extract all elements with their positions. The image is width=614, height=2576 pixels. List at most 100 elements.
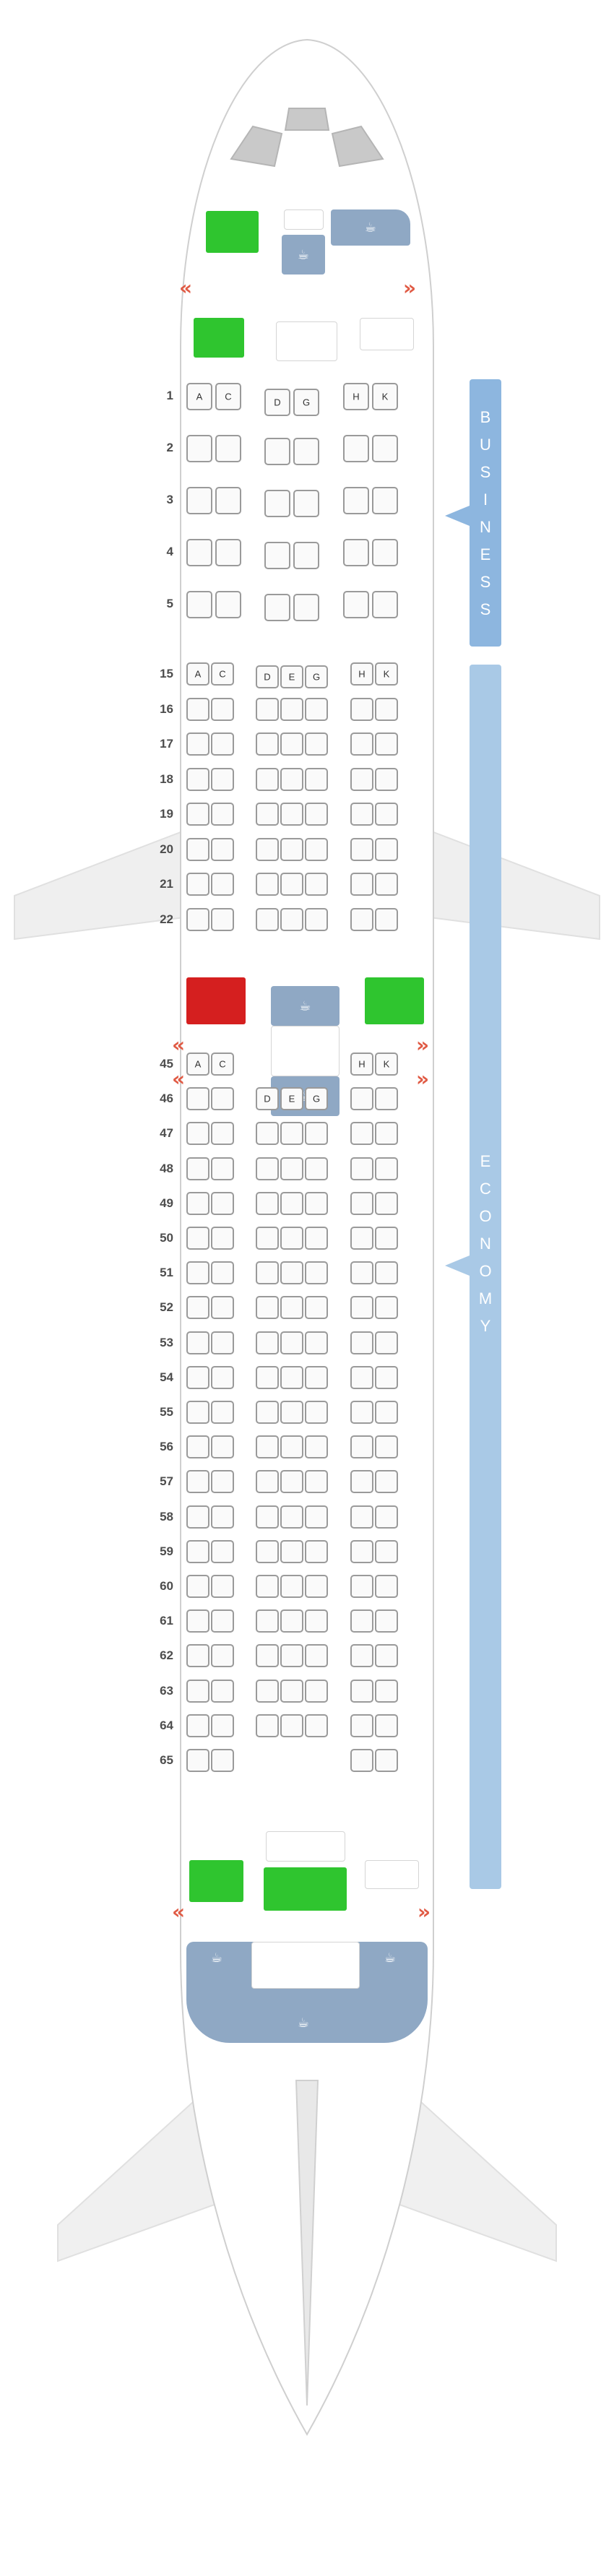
seat[interactable] [211,803,234,826]
seat[interactable] [211,873,234,896]
seat[interactable] [256,1331,279,1354]
seat[interactable] [280,1331,303,1354]
seat[interactable] [343,487,369,514]
seat[interactable] [280,1435,303,1459]
seat[interactable] [256,907,279,931]
seat[interactable] [256,1539,279,1563]
seat[interactable] [211,1191,234,1215]
seat[interactable]: G [305,665,328,688]
seat[interactable] [211,1122,234,1146]
seat[interactable] [280,1644,303,1668]
seat[interactable] [211,1157,234,1180]
seat[interactable]: K [375,662,398,686]
seat[interactable] [305,1365,328,1389]
seat[interactable]: A [186,383,212,410]
seat[interactable] [343,539,369,566]
seat[interactable] [372,539,398,566]
seat[interactable] [375,732,398,756]
seat[interactable] [305,1435,328,1459]
seat[interactable] [211,732,234,756]
seat[interactable] [211,1713,234,1737]
seat[interactable] [211,1296,234,1320]
seat[interactable] [186,697,209,721]
seat[interactable]: C [211,662,234,686]
seat[interactable] [211,1470,234,1494]
seat[interactable] [280,1365,303,1389]
seat[interactable]: H [350,662,373,686]
seat[interactable] [256,873,279,896]
seat[interactable] [350,873,373,896]
seat[interactable] [186,1644,209,1668]
seat[interactable] [350,1575,373,1598]
seat[interactable] [264,438,290,465]
seat[interactable] [375,1401,398,1424]
seat[interactable]: E [280,1087,303,1111]
seat[interactable] [186,1539,209,1563]
seat[interactable] [305,1122,328,1146]
seat[interactable] [350,1539,373,1563]
seat[interactable] [186,1575,209,1598]
seat[interactable] [280,697,303,721]
seat[interactable] [280,1679,303,1703]
seat[interactable] [256,1470,279,1494]
seat[interactable] [305,1227,328,1250]
seat[interactable] [350,1261,373,1285]
seat[interactable] [350,732,373,756]
seat[interactable] [305,1679,328,1703]
seat[interactable] [186,767,209,791]
seat[interactable] [211,1331,234,1354]
seat[interactable] [280,907,303,931]
seat[interactable]: K [372,383,398,410]
seat[interactable] [305,697,328,721]
seat[interactable] [280,837,303,861]
seat[interactable] [280,732,303,756]
seat[interactable] [256,1435,279,1459]
seat[interactable] [256,1644,279,1668]
seat[interactable] [211,1087,234,1111]
seat[interactable] [211,1749,234,1772]
seat[interactable] [350,1644,373,1668]
seat[interactable] [280,1157,303,1180]
seat[interactable] [186,1296,209,1320]
seat[interactable] [350,1365,373,1389]
seat[interactable] [375,873,398,896]
seat[interactable] [375,1539,398,1563]
seat[interactable] [350,1470,373,1494]
seat[interactable] [350,1435,373,1459]
seat[interactable] [305,732,328,756]
seat[interactable] [280,873,303,896]
seat[interactable] [375,1435,398,1459]
seat[interactable] [305,1575,328,1598]
seat[interactable] [305,803,328,826]
seat[interactable] [350,907,373,931]
seat[interactable] [211,697,234,721]
seat[interactable] [186,1679,209,1703]
seat[interactable] [375,1296,398,1320]
seat[interactable]: K [375,1053,398,1076]
seat[interactable] [375,1609,398,1633]
seat[interactable] [256,803,279,826]
seat[interactable] [280,803,303,826]
seat[interactable] [375,803,398,826]
seat[interactable] [305,767,328,791]
seat[interactable] [305,907,328,931]
seat[interactable] [186,1261,209,1285]
seat[interactable]: C [215,383,241,410]
seat[interactable] [280,1575,303,1598]
seat[interactable] [375,767,398,791]
seat[interactable] [280,767,303,791]
seat[interactable] [375,1365,398,1389]
seat[interactable] [256,1713,279,1737]
seat[interactable] [186,1191,209,1215]
seat[interactable] [372,435,398,462]
seat[interactable] [372,591,398,618]
seat[interactable] [186,1087,209,1111]
seat[interactable] [186,907,209,931]
seat[interactable] [375,1470,398,1494]
seat[interactable] [375,1505,398,1529]
seat[interactable] [280,1261,303,1285]
seat[interactable] [280,1227,303,1250]
seat[interactable] [211,1609,234,1633]
seat[interactable] [375,1331,398,1354]
seat[interactable] [350,837,373,861]
